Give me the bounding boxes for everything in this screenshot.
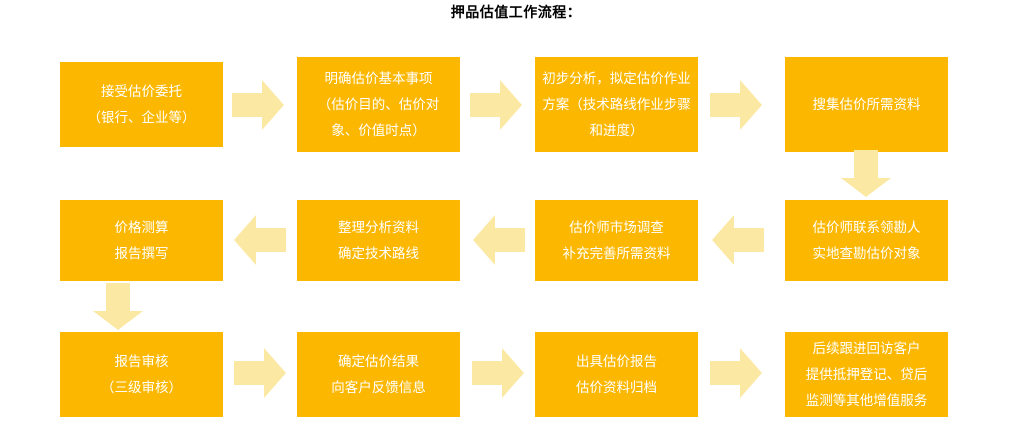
flow-arrow-a2 (470, 80, 522, 130)
node-line: 监测等其他增值服务 (805, 392, 928, 408)
node-line: 后续跟进回访客户 (812, 340, 921, 356)
flow-arrow-a10 (472, 348, 524, 398)
flow-arrow-a5 (712, 215, 764, 265)
flow-arrow-a4 (841, 150, 891, 197)
node-line: 和进度） (589, 122, 644, 138)
arrow-down-icon (93, 283, 143, 330)
node-line: 向客户反馈信息 (331, 379, 426, 395)
arrow-right-icon (472, 348, 524, 398)
node-line: （银行、企业等） (87, 109, 196, 125)
flow-node-n11[interactable]: 出具估价报告 估价资料归档 (535, 332, 698, 417)
arrow-left-icon (473, 215, 525, 265)
node-line: 接受估价委托 (101, 83, 182, 99)
flow-node-n4[interactable]: 搜集估价所需资料 (785, 57, 948, 152)
node-line: 象、价值时点） (331, 122, 426, 138)
flow-arrow-a6 (473, 215, 525, 265)
node-line: 出具估价报告 (576, 353, 657, 369)
flow-node-n6[interactable]: 估价师市场调查 补充完善所需资料 (535, 200, 698, 281)
flow-node-n7[interactable]: 整理分析资料 确定技术路线 (297, 200, 460, 281)
node-line: 确定估价结果 (338, 353, 419, 369)
arrow-right-icon (470, 80, 522, 130)
flow-arrow-a11 (710, 348, 762, 398)
flow-arrow-a8 (93, 283, 143, 330)
node-line: 实地查勘估价对象 (812, 245, 921, 261)
flow-arrow-a3 (710, 80, 762, 130)
flow-arrow-a1 (232, 80, 284, 130)
flow-arrow-a9 (234, 348, 286, 398)
node-line: 估价师联系领勘人 (812, 219, 921, 235)
arrow-left-icon (234, 215, 286, 265)
arrow-right-icon (710, 80, 762, 130)
flow-node-n10[interactable]: 确定估价结果 向客户反馈信息 (297, 332, 460, 417)
flow-node-n9[interactable]: 报告审核 （三级审核） (60, 332, 223, 417)
arrow-right-icon (710, 348, 762, 398)
node-line: 初步分析，拟定估价作业 (542, 70, 691, 86)
arrow-right-icon (232, 80, 284, 130)
node-line: 补充完善所需资料 (562, 245, 671, 261)
page-title: 押品估值工作流程： (450, 4, 582, 20)
flow-node-n8[interactable]: 价格测算 报告撰写 (60, 200, 223, 281)
node-line: 估价资料归档 (576, 379, 657, 395)
arrow-down-icon (841, 150, 891, 197)
node-line: （三级审核） (101, 379, 182, 395)
node-line: 估价师市场调查 (569, 219, 664, 235)
node-line: 整理分析资料 (338, 219, 419, 235)
flow-arrow-a7 (234, 215, 286, 265)
node-line: 价格测算 (114, 219, 169, 235)
flow-node-n1[interactable]: 接受估价委托 （银行、企业等） (60, 62, 223, 147)
arrow-right-icon (234, 348, 286, 398)
node-line: 明确估价基本事项 (324, 70, 433, 86)
flow-node-n5[interactable]: 估价师联系领勘人 实地查勘估价对象 (785, 200, 948, 281)
node-line: 报告审核 (114, 353, 169, 369)
node-line: （估价目的、估价对 (317, 96, 440, 112)
node-line: 提供抵押登记、贷后 (805, 366, 928, 382)
flow-node-n12[interactable]: 后续跟进回访客户 提供抵押登记、贷后 监测等其他增值服务 (785, 332, 948, 417)
node-line: 确定技术路线 (338, 245, 419, 261)
node-line: 方案（技术路线作业步骤 (542, 96, 691, 112)
node-line: 搜集估价所需资料 (812, 96, 921, 112)
node-line: 报告撰写 (114, 245, 169, 261)
flow-node-n2[interactable]: 明确估价基本事项 （估价目的、估价对 象、价值时点） (297, 57, 460, 152)
flow-node-n3[interactable]: 初步分析，拟定估价作业 方案（技术路线作业步骤 和进度） (535, 57, 698, 152)
arrow-left-icon (712, 215, 764, 265)
